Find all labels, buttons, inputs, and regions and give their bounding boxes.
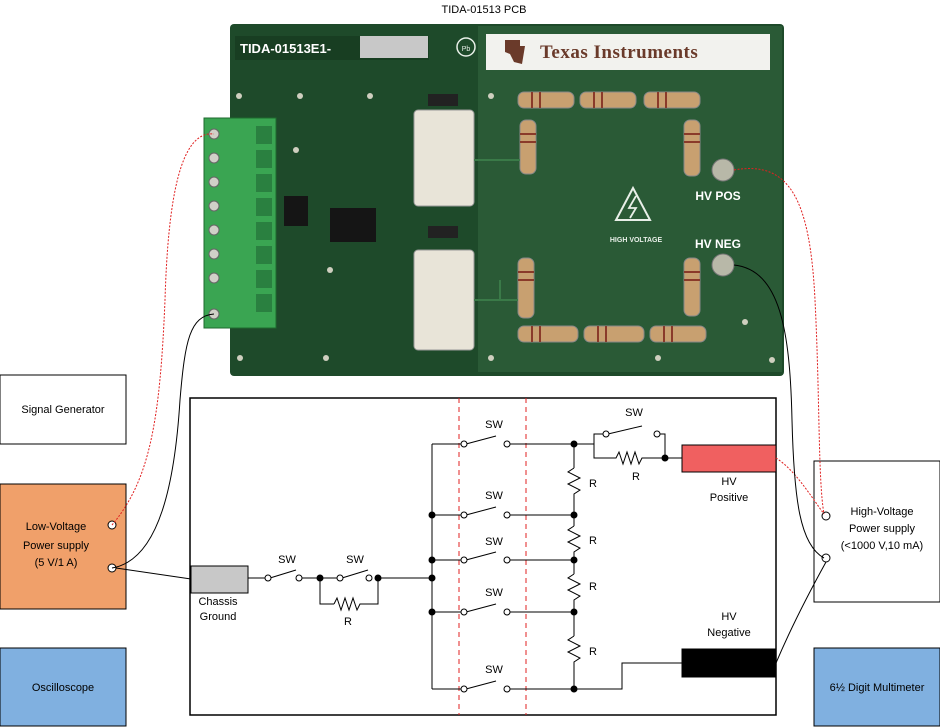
- signal-generator-block: Signal Generator: [0, 374, 127, 445]
- pcb-board: TIDA-01513E1- Pb Texas Instruments: [203, 24, 784, 376]
- svg-text:SW: SW: [485, 419, 503, 431]
- svg-text:R: R: [589, 535, 597, 547]
- svg-text:Power supply: Power supply: [849, 523, 916, 535]
- svg-text:Low-Voltage: Low-Voltage: [26, 521, 87, 533]
- svg-text:Power supply: Power supply: [23, 540, 90, 552]
- hv-pos-label: HV POS: [695, 189, 740, 203]
- hv-neg-terminal: [711, 253, 735, 277]
- pcb-title: TIDA-01513 PCB: [442, 4, 527, 16]
- relay-bottom: [413, 249, 475, 351]
- high-voltage-warning-icon: [614, 185, 652, 221]
- hv-pos-terminal: [711, 158, 735, 182]
- svg-text:6½ Digit Multimeter: 6½ Digit Multimeter: [830, 682, 925, 694]
- svg-text:Signal Generator: Signal Generator: [21, 404, 104, 416]
- svg-text:R: R: [589, 646, 597, 658]
- chassis-ground: Chassis Ground: [190, 565, 249, 623]
- oscilloscope-block: Oscilloscope: [0, 647, 127, 727]
- svg-text:R: R: [632, 471, 640, 483]
- hv-positive-connector: HV Positive: [681, 444, 777, 504]
- hv-positive-bar-wire: [775, 457, 825, 515]
- hv-supply-block: High-Voltage Power supply (<1000 V,10 mA…: [813, 460, 940, 603]
- hv-negative-connector: HV Negative: [681, 611, 777, 678]
- svg-text:Ground: Ground: [200, 611, 237, 623]
- svg-text:SW: SW: [485, 664, 503, 676]
- hv-negative-bar-wire: [775, 561, 827, 664]
- relay-top: [413, 109, 475, 207]
- multimeter-block: 6½ Digit Multimeter: [813, 647, 940, 727]
- svg-text:HV: HV: [721, 611, 737, 623]
- svg-text:R: R: [589, 581, 597, 593]
- resistor-labels: R R R R R R: [344, 471, 640, 658]
- lv-to-ground-wire: [115, 567, 192, 580]
- svg-text:SW: SW: [485, 490, 503, 502]
- lv-supply-block: Low-Voltage Power supply (5 V/1 A): [0, 483, 127, 610]
- svg-text:Pb: Pb: [462, 46, 471, 53]
- hv-positive-wire: [733, 168, 825, 515]
- hv-negative-wire: [733, 264, 825, 559]
- svg-text:(<1000 V,10 mA): (<1000 V,10 mA): [841, 540, 923, 552]
- svg-text:SW: SW: [625, 407, 643, 419]
- svg-text:HV: HV: [721, 476, 737, 488]
- brand-name: Texas Instruments: [540, 42, 698, 63]
- svg-text:(5 V/1 A): (5 V/1 A): [35, 557, 78, 569]
- brand-banner: [486, 34, 770, 70]
- svg-text:SW: SW: [346, 554, 364, 566]
- schematic-frame: [189, 397, 777, 716]
- lv-negative-wire: [111, 313, 215, 569]
- high-voltage-label: HIGH VOLTAGE: [610, 237, 663, 244]
- resistor-array: [517, 91, 707, 343]
- switch-labels: SW SW SW SW SW SW SW SW: [278, 407, 643, 676]
- svg-text:SW: SW: [278, 554, 296, 566]
- ti-logo-icon: [505, 40, 525, 64]
- hv-supply-positive-terminal[interactable]: [821, 511, 831, 521]
- svg-text:R: R: [344, 616, 352, 628]
- svg-text:SW: SW: [485, 587, 503, 599]
- switch-contacts: [264, 430, 661, 693]
- svg-text:Chassis: Chassis: [198, 596, 238, 608]
- svg-text:Oscilloscope: Oscilloscope: [32, 682, 94, 694]
- svg-text:Positive: Positive: [710, 492, 749, 504]
- svg-text:R: R: [589, 478, 597, 490]
- svg-text:Negative: Negative: [707, 627, 750, 639]
- ic-u5: [330, 208, 376, 242]
- svg-text:SW: SW: [485, 536, 503, 548]
- lv-positive-wire: [111, 133, 215, 526]
- board-label-sticker: [360, 36, 428, 58]
- junction-dots: [316, 440, 669, 693]
- board-label: TIDA-01513E1-: [240, 41, 331, 56]
- pb-free-icon: [456, 37, 476, 57]
- svg-text:High-Voltage: High-Voltage: [851, 506, 914, 518]
- hv-neg-label: HV NEG: [695, 237, 741, 251]
- ic-u4: [284, 196, 308, 226]
